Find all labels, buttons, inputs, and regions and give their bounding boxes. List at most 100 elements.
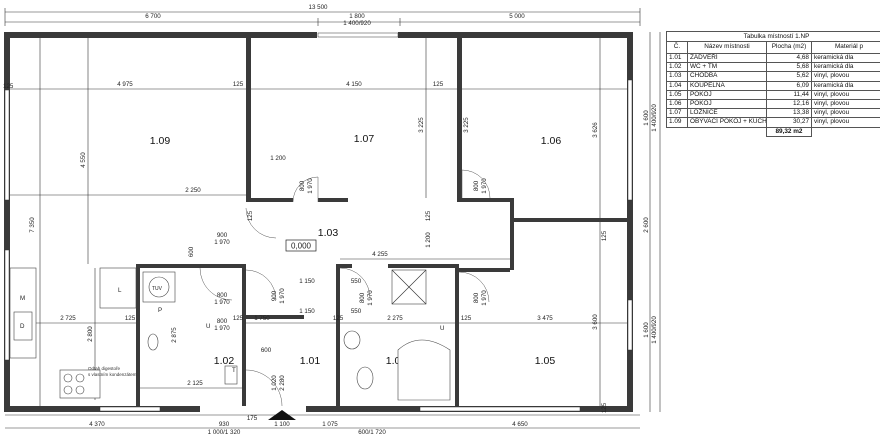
row-material: vinyl, plovou bbox=[811, 108, 880, 119]
dim-1970-c: 1 970 bbox=[214, 325, 230, 332]
bottom-dimension-2: 930 bbox=[219, 421, 230, 428]
table-row: 1.09 OBÝVACÍ POKOJ + KUCHYŇ 30,27 vinyl,… bbox=[666, 117, 880, 128]
schedule-header-row: Č. Název místnosti Plocha (m2) Materiál … bbox=[666, 41, 880, 54]
right-dimension-1: 1 600 bbox=[643, 110, 650, 126]
row-name: LOŽNICE bbox=[687, 108, 767, 119]
row-name: ZÁDVEŘÍ bbox=[687, 52, 767, 64]
table-row: 1.03 CHODBA 5,62 vinyl, plovou bbox=[666, 71, 880, 82]
row-material: vinyl, plovou bbox=[811, 117, 880, 128]
row-material: vinyl, plovou bbox=[811, 71, 880, 82]
table-row: 1.05 POKOJ 11,44 vinyl, plovou bbox=[666, 89, 880, 101]
entrance-arrow-icon bbox=[268, 410, 296, 420]
dim-800-d: 800 bbox=[359, 292, 366, 303]
table-row: 1.02 WC + TM 5,68 keramická dla bbox=[666, 62, 880, 73]
right-dimension-5: 1 600 bbox=[643, 322, 650, 338]
dim-125-f: 125 bbox=[461, 315, 472, 322]
schedule-caption: Tabulka místností 1.NP bbox=[666, 31, 880, 41]
dim-125-a: 125 bbox=[233, 81, 244, 88]
row-number: 1.01 bbox=[666, 52, 688, 64]
dim-1970-a: 1 970 bbox=[214, 239, 230, 246]
dim-corridor-width-2: 4 255 bbox=[372, 251, 388, 258]
dim-1970-d: 1 970 bbox=[307, 178, 314, 194]
left-dimension-125: 125 bbox=[3, 83, 14, 90]
dim-800-b: 800 bbox=[217, 318, 228, 325]
kitchen-counter bbox=[9, 267, 137, 399]
bottom-sub-dimension-2: 175 bbox=[247, 415, 258, 422]
room-label-1-02: 1.02 bbox=[214, 355, 235, 367]
right-dimension-lines bbox=[649, 32, 661, 412]
row-material: keramická dla bbox=[811, 80, 880, 91]
table-row: 1.04 KOUPELNA 6,09 keramická dla bbox=[666, 80, 880, 91]
top-dimension-2: 1 800 bbox=[349, 13, 365, 20]
row-area: 4,68 bbox=[766, 52, 812, 64]
dim-r102-width: 2 725 bbox=[60, 315, 76, 322]
dim-r109-height: 4 550 bbox=[80, 152, 87, 168]
dim-1970-b: 1 970 bbox=[214, 299, 230, 306]
dim-125-i: 125 bbox=[601, 230, 608, 241]
row-number: 1.09 bbox=[666, 117, 688, 128]
right-dimension-4: 2 600 bbox=[643, 217, 650, 233]
dim-1200-b: 1 200 bbox=[425, 232, 432, 248]
fixture-label-m: M bbox=[20, 295, 25, 302]
top-sub-dimension: 1 400/920 bbox=[343, 20, 371, 27]
room-schedule-table: Tabulka místností 1.NP Č. Název místnost… bbox=[666, 31, 880, 137]
row-material: keramická dla bbox=[811, 62, 880, 73]
row-area: 13,38 bbox=[766, 108, 812, 119]
right-dimension-6: 1 400/920 bbox=[651, 316, 658, 344]
bottom-dimension-4: 1 075 bbox=[322, 421, 338, 428]
row-name: POKOJ bbox=[687, 89, 767, 101]
bottom-sub-dimension-1: 1 000/1 320 bbox=[208, 429, 241, 436]
dim-125-h: 125 bbox=[425, 210, 432, 221]
fixture-label-u-bath: U bbox=[440, 325, 444, 332]
fixture-label-u: U bbox=[206, 323, 210, 330]
dim-corridor-width: 2 250 bbox=[185, 187, 201, 194]
row-number: 1.02 bbox=[666, 62, 688, 73]
header-area: Plocha (m2) bbox=[766, 41, 812, 54]
exterior-walls bbox=[4, 32, 633, 412]
fixture-label-t: T bbox=[232, 367, 236, 374]
dim-r105-width: 3 475 bbox=[537, 315, 553, 322]
dim-r102-bottom: 2 125 bbox=[187, 380, 203, 387]
dim-125-e: 125 bbox=[333, 315, 344, 322]
room-label-1-05: 1.05 bbox=[535, 355, 556, 367]
top-dimension-1: 6 700 bbox=[145, 13, 161, 20]
fixture-label-d: D bbox=[20, 323, 25, 330]
dim-1150-a: 1 150 bbox=[299, 278, 315, 285]
hood-note-1: Odtah digestoře bbox=[88, 366, 121, 371]
dim-125-g: 125 bbox=[247, 210, 254, 221]
dim-1970-f: 1 970 bbox=[367, 290, 374, 306]
bottom-dimension-5: 4 650 bbox=[512, 421, 528, 428]
dim-bath-height: 2 875 bbox=[171, 327, 178, 343]
row-number: 1.04 bbox=[666, 80, 688, 91]
fixture-label-p: P bbox=[158, 307, 162, 314]
dim-900: 900 bbox=[217, 232, 228, 239]
dim-1020: 1 020 bbox=[271, 375, 278, 391]
room-label-1-03: 1.03 bbox=[318, 227, 339, 239]
row-name: POKOJ bbox=[687, 99, 767, 110]
overall-dimension: 13 500 bbox=[309, 4, 328, 11]
table-row: 1.07 LOŽNICE 13,38 vinyl, plovou bbox=[666, 108, 880, 119]
room-label-1-07: 1.07 bbox=[354, 133, 375, 145]
table-row: 1.06 POKOJ 12,16 vinyl, plovou bbox=[666, 99, 880, 110]
dim-550-a: 550 bbox=[351, 278, 362, 285]
wc-fixtures bbox=[142, 271, 238, 385]
row-number: 1.06 bbox=[666, 99, 688, 110]
dim-600-a: 600 bbox=[188, 246, 195, 257]
left-dimension: 7 350 bbox=[29, 217, 36, 233]
bottom-sub-dimension-3: 600/1 720 bbox=[358, 429, 386, 436]
row-material: keramická dla bbox=[811, 52, 880, 64]
row-area: 11,44 bbox=[766, 89, 812, 101]
row-name: OBÝVACÍ POKOJ + KUCHYŇ bbox=[687, 117, 767, 128]
dim-125-d: 125 bbox=[233, 315, 244, 322]
top-dimension-lines bbox=[4, 8, 641, 429]
header-number: Č. bbox=[666, 41, 688, 54]
dim-900-b: 900 bbox=[271, 290, 278, 301]
row-area: 5,68 bbox=[766, 62, 812, 73]
dim-r106-height-2: 3 626 bbox=[592, 122, 599, 138]
right-dimension-2: 1 400/920 bbox=[651, 104, 658, 132]
row-name: CHODBA bbox=[687, 71, 767, 82]
row-number: 1.07 bbox=[666, 108, 688, 119]
dim-r104-width: 2 275 bbox=[387, 315, 403, 322]
top-dimension-3: 5 000 bbox=[509, 13, 525, 20]
